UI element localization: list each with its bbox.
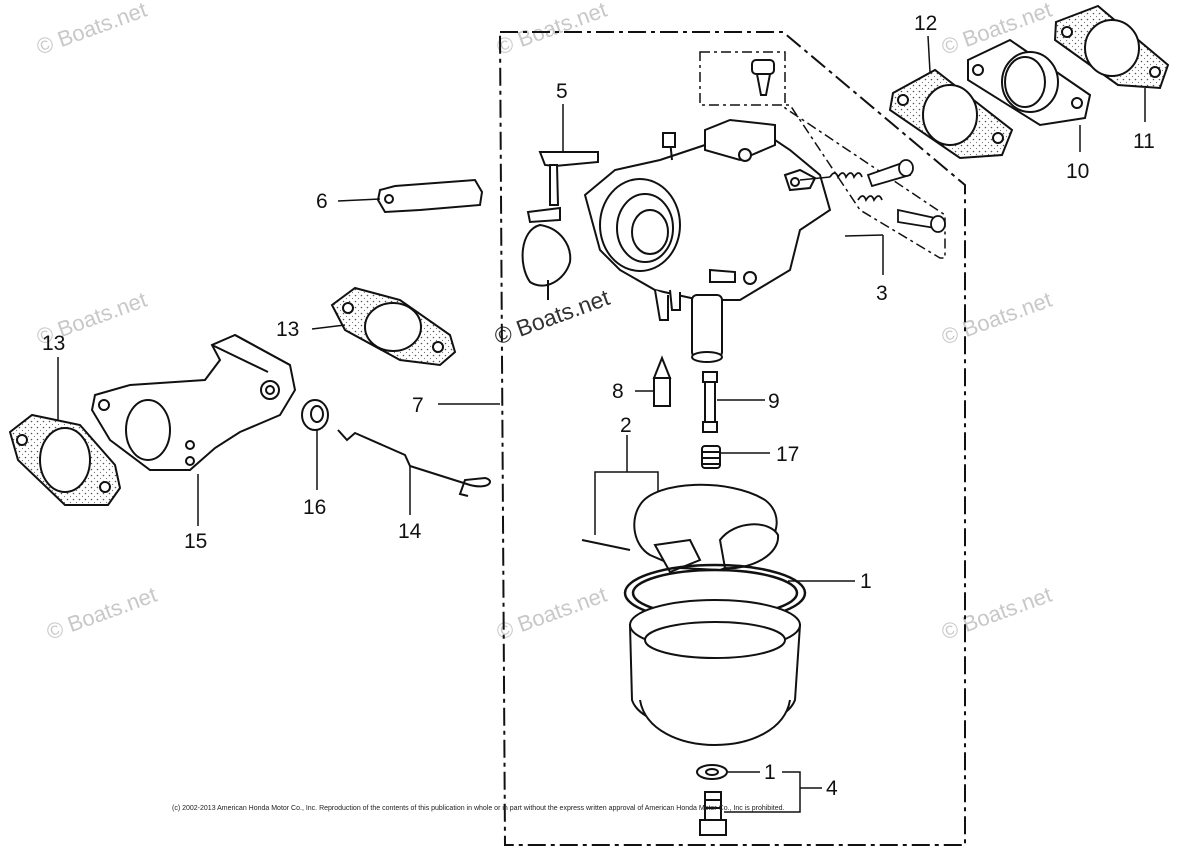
pilot-screws <box>829 159 946 233</box>
callout-15: 15 <box>184 530 207 553</box>
washer-1 <box>696 764 728 780</box>
choke-lever-5 <box>521 151 599 300</box>
grommet-16 <box>301 399 329 431</box>
callout-5: 5 <box>556 80 568 103</box>
callout-14: 14 <box>398 520 422 543</box>
watermark: © Boats.net <box>938 287 1055 350</box>
watermark: © Boats.net <box>493 0 610 60</box>
callout-13: 13 <box>276 318 299 341</box>
callout-numbers: 5 6 13 13 15 16 14 7 12 10 11 3 8 9 2 17… <box>42 12 1155 800</box>
drain-bolt-4 <box>699 791 727 836</box>
watermark: © Boats.net <box>938 582 1055 645</box>
callout-10: 10 <box>1066 160 1089 183</box>
insulator-10 <box>967 38 1092 127</box>
float <box>633 483 780 574</box>
callout-3: 3 <box>876 282 888 305</box>
callout-12: 12 <box>914 12 937 35</box>
callout-7: 7 <box>412 394 424 417</box>
watermark: © Boats.net <box>491 284 614 350</box>
screw-group-boundary <box>699 51 946 259</box>
callout-16: 16 <box>303 496 326 519</box>
watermark: © Boats.net <box>493 582 610 645</box>
assembly-boundary <box>498 31 966 846</box>
float-valve-8 <box>652 355 672 407</box>
callout-9: 9 <box>768 390 780 413</box>
gasket-12 <box>888 68 1014 160</box>
gasket-11 <box>1053 4 1170 90</box>
callout-17: 17 <box>776 443 799 466</box>
callout-8: 8 <box>612 380 624 403</box>
callout-2: 2 <box>620 414 632 437</box>
float-bowl <box>628 599 802 746</box>
screw-top <box>751 59 775 96</box>
copyright-notice: (c) 2002-2013 American Honda Motor Co., … <box>172 805 784 812</box>
throttle-link-6 <box>376 178 484 214</box>
control-rod-14 <box>337 429 491 497</box>
callout-13: 13 <box>42 332 65 355</box>
main-jet-17 <box>701 445 721 469</box>
insulator-plate-15 <box>90 333 297 471</box>
leader-lines <box>57 35 1146 813</box>
callout-1: 1 <box>764 761 776 784</box>
callout-11: 11 <box>1133 130 1155 153</box>
gasket-13-upper <box>330 286 457 367</box>
watermark: © Boats.net <box>33 0 150 60</box>
callout-4: 4 <box>826 777 838 800</box>
callout-1: 1 <box>860 570 872 593</box>
watermark: © Boats.net <box>43 582 160 645</box>
nozzle-9 <box>702 371 718 433</box>
carburetor-body <box>583 118 832 363</box>
gasket-13-lower <box>8 413 122 506</box>
callout-6: 6 <box>316 190 328 213</box>
